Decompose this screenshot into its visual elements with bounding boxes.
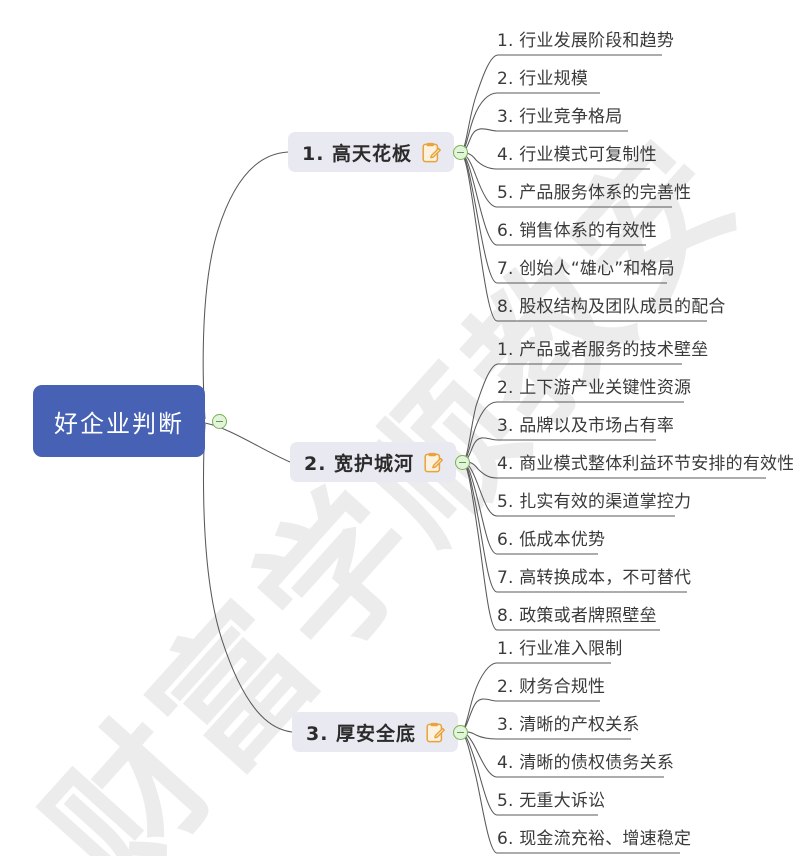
leaf-item[interactable]: 6. 现金流充裕、增速稳定 bbox=[497, 829, 692, 849]
leaf-item[interactable]: 3. 品牌以及市场占有率 bbox=[497, 416, 675, 436]
root-node[interactable]: 好企业判断 bbox=[33, 385, 205, 457]
leaf-item[interactable]: 4. 商业模式整体利益环节安排的有效性 bbox=[497, 454, 793, 474]
branch-node-2-label: 2. 宽护城河 bbox=[304, 452, 415, 475]
branch-2-collapse-toggle[interactable] bbox=[455, 455, 470, 470]
leaf-item[interactable]: 1. 行业准入限制 bbox=[497, 639, 623, 659]
leaf-item[interactable]: 2. 上下游产业关键性资源 bbox=[497, 378, 692, 398]
branch-node-1[interactable]: 1. 高天花板 bbox=[288, 132, 455, 172]
leaf-item[interactable]: 4. 清晰的债权债务关系 bbox=[497, 753, 675, 773]
leaf-item[interactable]: 8. 股权结构及团队成员的配合 bbox=[497, 297, 726, 317]
leaf-item[interactable]: 2. 行业规模 bbox=[497, 69, 589, 89]
root-collapse-toggle[interactable] bbox=[212, 414, 227, 429]
leaf-item[interactable]: 2. 财务合规性 bbox=[497, 677, 606, 697]
leaf-item[interactable]: 7. 创始人“雄心”和格局 bbox=[497, 259, 675, 279]
leaf-item[interactable]: 3. 行业竞争格局 bbox=[497, 107, 623, 127]
branch-node-3-label: 3. 厚安全底 bbox=[306, 722, 417, 745]
leaf-item[interactable]: 1. 行业发展阶段和趋势 bbox=[497, 31, 675, 51]
leaf-item[interactable]: 6. 销售体系的有效性 bbox=[497, 221, 657, 241]
leaf-item[interactable]: 6. 低成本优势 bbox=[497, 530, 606, 550]
leaf-item[interactable]: 5. 产品服务体系的完善性 bbox=[497, 183, 692, 203]
branch-1-collapse-toggle[interactable] bbox=[453, 145, 468, 160]
leaf-item[interactable]: 8. 政策或者牌照壁垒 bbox=[497, 606, 657, 626]
branch-3-collapse-toggle[interactable] bbox=[453, 725, 468, 740]
root-node-label: 好企业判断 bbox=[54, 409, 184, 438]
branch-node-1-label: 1. 高天花板 bbox=[302, 142, 413, 165]
branch-node-2[interactable]: 2. 宽护城河 bbox=[290, 442, 457, 482]
leaf-item[interactable]: 1. 产品或者服务的技术壁垒 bbox=[497, 340, 709, 360]
memo-note-icon[interactable] bbox=[424, 452, 444, 473]
branch-node-3[interactable]: 3. 厚安全底 bbox=[292, 712, 459, 752]
link-root-branch-3 bbox=[202, 423, 293, 733]
memo-note-icon[interactable] bbox=[426, 722, 446, 743]
memo-note-icon[interactable] bbox=[422, 142, 442, 163]
leaf-item[interactable]: 4. 行业模式可复制性 bbox=[497, 145, 657, 165]
leaf-item[interactable]: 7. 高转换成本，不可替代 bbox=[497, 568, 692, 588]
leaf-item[interactable]: 5. 扎实有效的渠道掌控力 bbox=[497, 492, 692, 512]
leaf-item[interactable]: 5. 无重大诉讼 bbox=[497, 791, 606, 811]
link-root-branch-1 bbox=[202, 151, 289, 420]
leaf-item[interactable]: 3. 清晰的产权关系 bbox=[497, 715, 640, 735]
